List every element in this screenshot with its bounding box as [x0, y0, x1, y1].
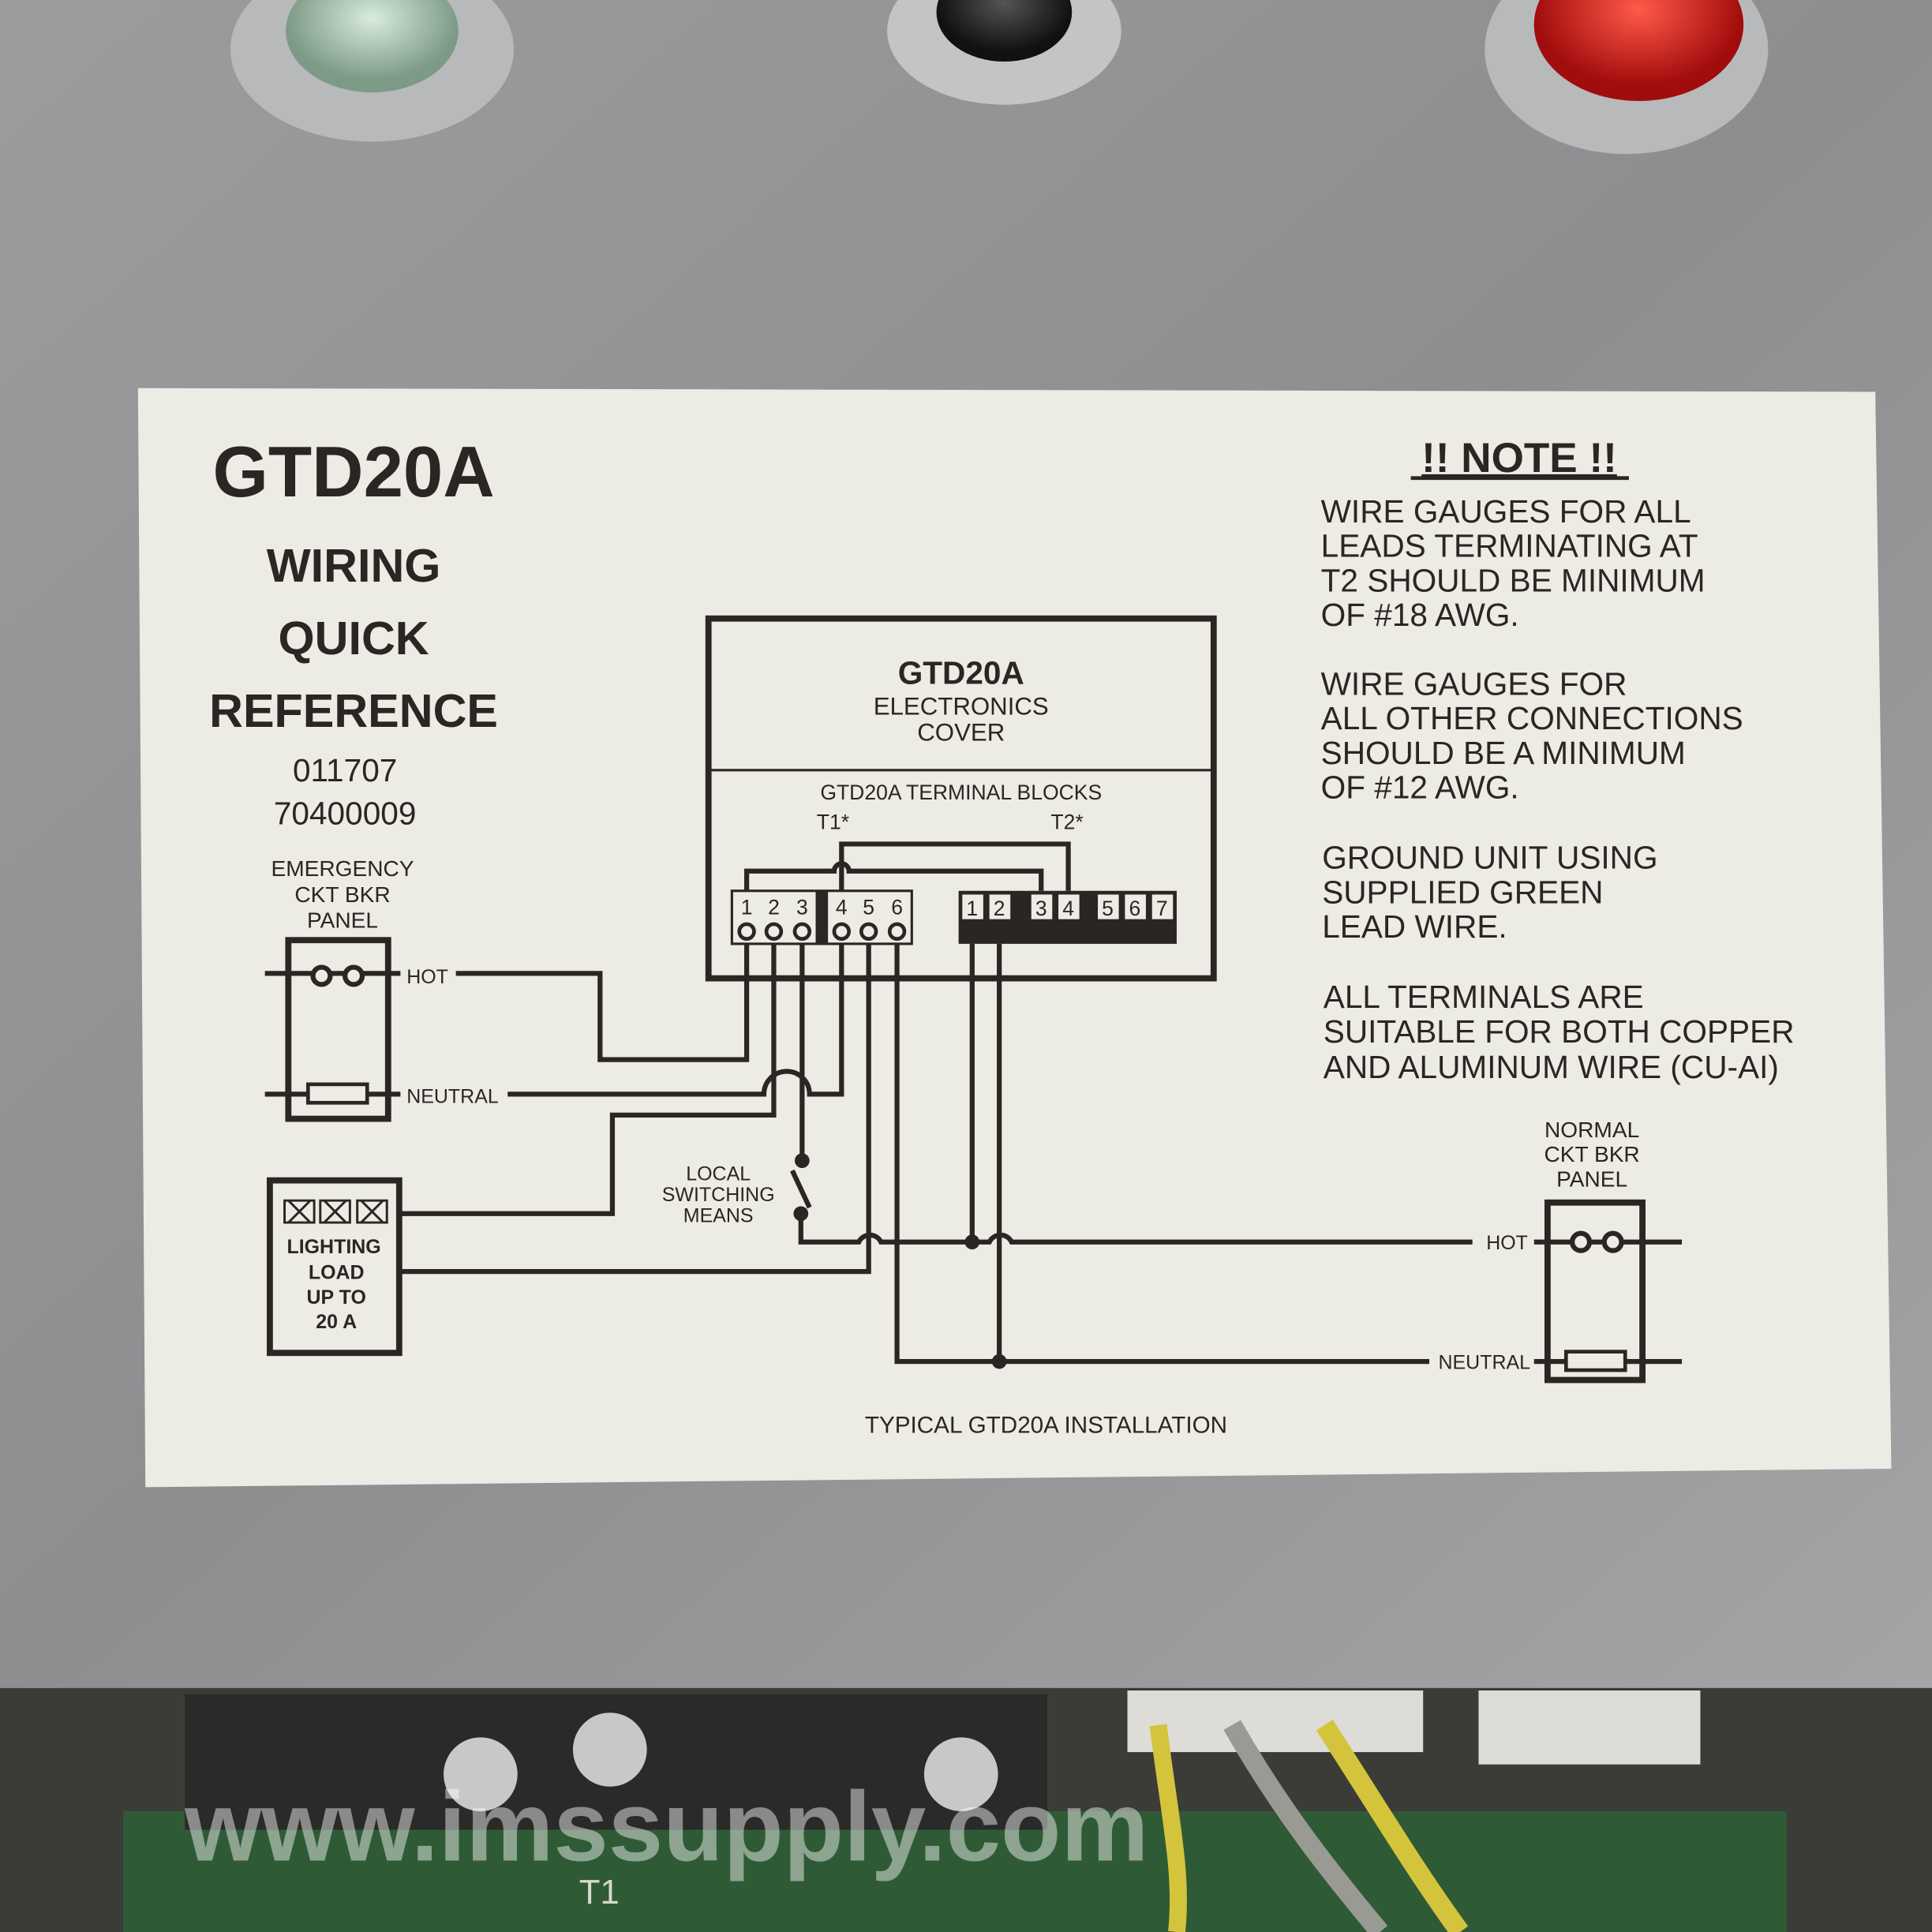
indicator-lights [230, 0, 1769, 155]
cover-line: ELECTRONICS [874, 693, 1049, 721]
t2-label: T2* [1050, 811, 1083, 834]
pcb-marking: T1 [579, 1873, 620, 1911]
green-indicator-light [286, 0, 459, 93]
t1-terminal-number: 4 [836, 895, 848, 919]
load-label: LIGHTING [286, 1236, 380, 1258]
panel-label: PANEL [1556, 1166, 1627, 1191]
cover-line: COVER [917, 718, 1005, 746]
note-line: LEAD WIRE. [1322, 908, 1507, 945]
part-number: 70400009 [274, 795, 417, 831]
hot-label: HOT [406, 966, 448, 988]
title-line: REFERENCE [209, 684, 498, 737]
svg-text:⌧: ⌧ [354, 1194, 391, 1230]
t2-terminal-number: 6 [1129, 897, 1141, 920]
note-line: SUPPLIED GREEN [1322, 874, 1603, 910]
electronics-cover: GTD20A ELECTRONICS COVER GTD20A TERMINAL… [705, 615, 1217, 982]
note-section: !! NOTE !! WIRE GAUGES FOR ALL LEADS TER… [1321, 435, 1795, 1085]
neutral-label: NEUTRAL [406, 1085, 499, 1107]
svg-text:SWITCHING: SWITCHING [662, 1184, 775, 1206]
note-line: ALL TERMINALS ARE [1324, 979, 1644, 1015]
t1-terminal-number: 3 [796, 895, 808, 919]
note-title: !! NOTE !! [1421, 435, 1617, 481]
lighting-load: ⌧⌧⌧ LIGHTING LOAD UP TO 20 A [267, 1177, 402, 1357]
panel-label: NORMAL [1544, 1118, 1639, 1142]
breaker-icon [310, 964, 333, 987]
note-line: AND ALUMINUM WIRE (CU-AI) [1324, 1049, 1779, 1085]
breaker-icon [1570, 1230, 1593, 1253]
t2-terminal-number: 1 [966, 897, 978, 920]
model-title: GTD20A [212, 432, 494, 512]
svg-text:LOCAL: LOCAL [686, 1163, 751, 1185]
cover-model: GTD20A [898, 654, 1024, 691]
title-line: WIRING [267, 539, 441, 592]
red-indicator-light [1533, 0, 1744, 101]
note-line: T2 SHOULD BE MINIMUM [1321, 562, 1705, 598]
svg-text:⌧: ⌧ [281, 1194, 318, 1230]
load-label: 20 A [316, 1311, 357, 1333]
note-line: WIRE GAUGES FOR ALL [1321, 493, 1691, 530]
note-line: LEADS TERMINATING AT [1321, 528, 1698, 564]
title-line: QUICK [279, 612, 429, 665]
t1-terminal-number: 5 [863, 895, 874, 919]
hot-label: HOT [1486, 1232, 1528, 1254]
neutral-bar-icon [305, 1082, 369, 1105]
note-line: SUITABLE FOR BOTH COPPER [1324, 1013, 1795, 1050]
load-label: LOAD [309, 1262, 365, 1284]
t1-terminal-number: 1 [741, 895, 753, 919]
emergency-breaker-panel: EMERGENCY CKT BKR PANEL HOT NEUTRAL [271, 856, 499, 1122]
t1-terminal-number: 6 [891, 895, 903, 919]
diagram-caption: TYPICAL GTD20A INSTALLATION [865, 1413, 1227, 1439]
label-header: GTD20A WIRING QUICK REFERENCE 011707 704… [209, 432, 498, 831]
black-push-button [936, 0, 1073, 62]
watermark: www.imssupply.com [184, 1772, 1148, 1881]
panel-label: CKT BKR [294, 882, 390, 907]
terminal-block-t1: 1 2 3 4 5 6 [730, 889, 913, 945]
svg-text:⌧: ⌧ [316, 1194, 354, 1230]
terminal-blocks-title: GTD20A TERMINAL BLOCKS [820, 781, 1102, 804]
t2-terminal-number: 4 [1062, 897, 1074, 920]
neutral-label: NEUTRAL [1438, 1352, 1530, 1374]
switch-label: LOCAL SWITCHING MEANS [662, 1163, 775, 1227]
panel-label: CKT BKR [1544, 1142, 1639, 1166]
t1-label: T1* [817, 811, 849, 834]
t2-terminal-number: 7 [1156, 897, 1168, 920]
note-line: OF #12 AWG. [1321, 769, 1519, 806]
neutral-bar-icon [1563, 1350, 1627, 1372]
panel-label: PANEL [307, 908, 378, 933]
terminal-block-t2: 1 2 3 4 5 6 7 [958, 890, 1177, 944]
screw-icon [737, 922, 907, 941]
pcb-area: T1 [0, 1687, 1932, 1932]
lamp-icon: ⌧⌧⌧ [281, 1194, 391, 1230]
note-line: ALL OTHER CONNECTIONS [1321, 700, 1743, 736]
normal-breaker-panel: NORMAL CKT BKR PANEL HOT NEUTRAL [1438, 1118, 1646, 1383]
junction-dots [793, 1153, 1007, 1369]
t2-terminal-number: 5 [1102, 897, 1114, 920]
note-line: OF #18 AWG. [1321, 597, 1519, 633]
code-number: 011707 [293, 752, 397, 788]
svg-text:MEANS: MEANS [683, 1205, 754, 1227]
panel-label: EMERGENCY [271, 856, 414, 881]
t2-terminal-number: 3 [1035, 897, 1047, 920]
load-label: UP TO [307, 1286, 366, 1309]
t1-terminal-number: 2 [768, 895, 780, 919]
note-line: SHOULD BE A MINIMUM [1321, 735, 1686, 771]
note-line: WIRE GAUGES FOR [1321, 666, 1627, 702]
note-line: GROUND UNIT USING [1322, 840, 1657, 876]
t2-terminal-number: 2 [994, 897, 1005, 920]
